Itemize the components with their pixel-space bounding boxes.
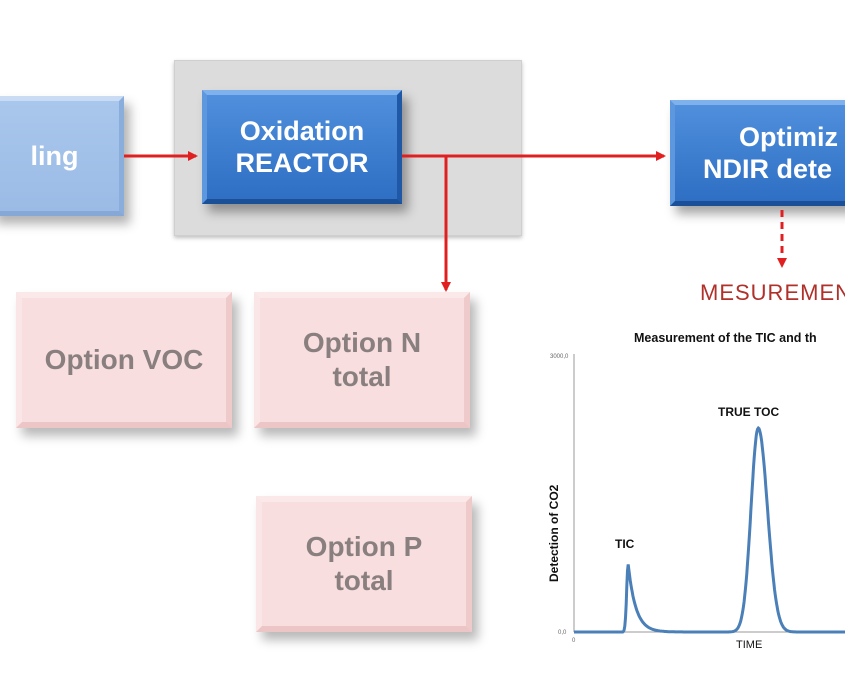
peak-label-tic: TIC xyxy=(615,537,635,551)
option-p-label-line2: total xyxy=(334,565,394,596)
option-n-label-line1: Option N xyxy=(302,327,422,359)
y-tick-bottom: 0,0 xyxy=(558,630,567,636)
ndir-label-line2: NDIR dete xyxy=(703,154,833,184)
peak-label-true-toc: TRUE TOC xyxy=(718,405,779,419)
sampling-box: ling xyxy=(0,96,124,216)
option-p-label-line1: Option P xyxy=(305,531,423,563)
co2-curve xyxy=(574,425,845,634)
option-voc-label: Option VOC xyxy=(44,344,204,376)
oxidation-label-line2: REACTOR xyxy=(235,148,369,178)
measurement-label: MESUREMEN xyxy=(700,280,845,305)
ndir-label-line1: Optimiz xyxy=(739,121,838,152)
sampling-label: ling xyxy=(30,140,79,171)
y-tick-top: 3000,0 xyxy=(550,354,569,360)
option-voc-box: Option VOC xyxy=(16,292,232,428)
option-n-total-box: Option N total xyxy=(254,292,470,428)
x-tick-zero: 0 xyxy=(572,638,576,644)
oxidation-label-line1: Oxidation xyxy=(239,115,365,146)
option-p-total-box: Option P total xyxy=(256,496,472,632)
chart-title: Measurement of the TIC and th xyxy=(634,331,817,345)
y-axis-label: Detection of CO2 xyxy=(547,484,561,582)
ndir-detector-box: Optimiz NDIR dete xyxy=(670,100,845,206)
measurement-chart: Measurement of the TIC and th 3000,0 0,0… xyxy=(547,331,845,651)
x-axis-label: TIME xyxy=(736,639,762,651)
oxidation-reactor-box: Oxidation REACTOR xyxy=(202,90,402,204)
option-n-label-line2: total xyxy=(332,361,392,392)
